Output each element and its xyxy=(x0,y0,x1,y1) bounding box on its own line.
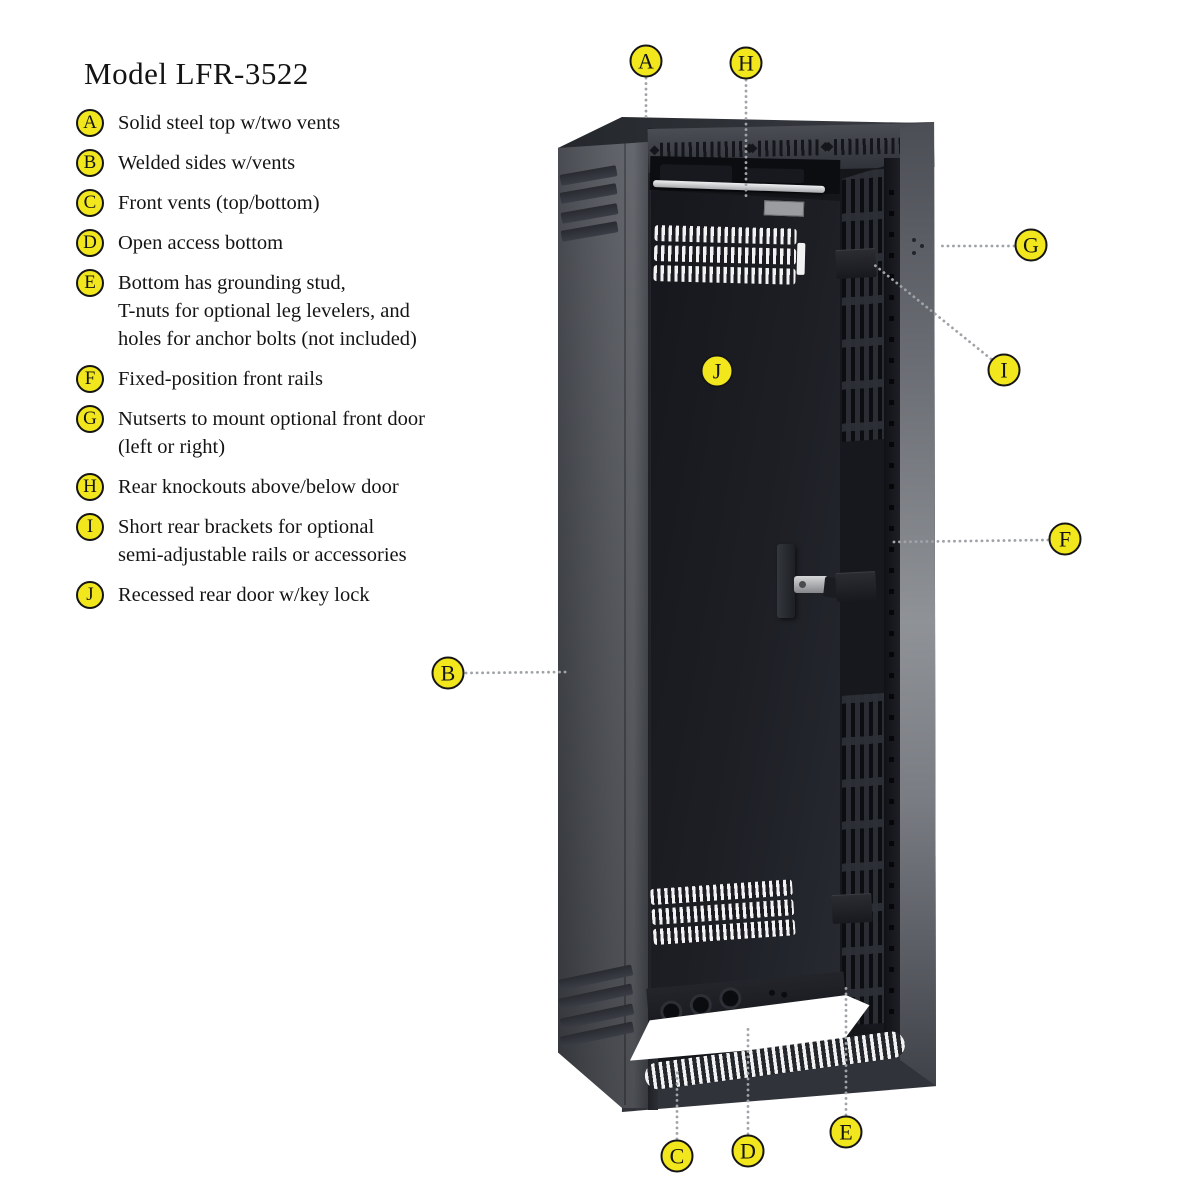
front-rail-holes xyxy=(889,190,894,1020)
front-right-post xyxy=(900,121,936,1086)
legend-marker-A: A xyxy=(76,109,104,137)
door-upper-vent-grille xyxy=(653,225,806,289)
legend-text-G: Nutserts to mount optional front door (l… xyxy=(118,408,425,458)
vent-tab xyxy=(796,242,806,275)
legend-text-J: Recessed rear door w/key lock xyxy=(118,584,370,606)
legend-text-I: Short rear brackets for optional semi-ad… xyxy=(118,516,407,566)
knockout-ring xyxy=(718,986,743,1011)
vent-row xyxy=(653,265,796,285)
legend-marker-E: E xyxy=(76,269,104,297)
callout-J: J xyxy=(700,354,734,388)
legend-item-D: D Open access bottom xyxy=(76,229,556,257)
callout-A: A xyxy=(629,44,663,78)
knockout xyxy=(745,168,805,184)
nutsert-hole xyxy=(912,251,916,255)
legend-text-F: Fixed-position front rails xyxy=(118,368,323,390)
door-handle xyxy=(777,544,795,618)
legend-marker-H: H xyxy=(76,473,104,501)
legend-item-F: F Fixed-position front rails xyxy=(76,365,556,393)
callout-I: I xyxy=(987,353,1021,387)
rear-bracket xyxy=(831,892,873,925)
legend-marker-F: F xyxy=(76,365,104,393)
callout-B: B xyxy=(431,656,465,690)
legend-item-I: I Short rear brackets for optional semi-a… xyxy=(76,513,556,569)
legend-text-A: Solid steel top w/two vents xyxy=(118,112,341,134)
side-panel-seam xyxy=(624,130,626,1105)
nutsert-hole xyxy=(920,244,924,248)
legend-marker-I: I xyxy=(76,513,104,541)
legend-text-E: Bottom has grounding stud, T-nuts for op… xyxy=(118,272,417,350)
page-title: Model LFR-3522 xyxy=(84,56,309,91)
vent-row xyxy=(653,245,797,265)
legend-text-B: Welded sides w/vents xyxy=(118,152,296,174)
callout-H: H xyxy=(729,46,763,80)
rack-side-panel xyxy=(558,131,650,1109)
rear-bracket xyxy=(835,247,877,280)
door-lower-vent-grille xyxy=(650,879,800,949)
nutsert-hole xyxy=(912,238,916,242)
vent-row xyxy=(654,225,797,245)
callout-E: E xyxy=(829,1115,863,1149)
key-lock xyxy=(794,576,828,593)
legend-marker-B: B xyxy=(76,149,104,177)
callout-G: G xyxy=(1014,228,1048,262)
legend-item-J: J Recessed rear door w/key lock xyxy=(76,581,556,609)
legend-item-H: H Rear knockouts above/below door xyxy=(76,473,556,501)
legend-text-D: Open access bottom xyxy=(118,232,284,254)
grounding-stud xyxy=(768,989,776,997)
callout-F: F xyxy=(1048,522,1082,556)
callout-D: D xyxy=(731,1134,765,1168)
legend-item-B: B Welded sides w/vents xyxy=(76,149,556,177)
legend-item-C: C Front vents (top/bottom) xyxy=(76,189,556,217)
grounding-stud xyxy=(780,991,788,998)
legend-marker-D: D xyxy=(76,229,104,257)
legend-marker-J: J xyxy=(76,581,104,609)
legend-text-C: Front vents (top/bottom) xyxy=(118,192,320,214)
legend-item-E: E Bottom has grounding stud, T-nuts for o… xyxy=(76,269,556,353)
top-vent-slots xyxy=(757,139,821,157)
brand-label xyxy=(763,200,805,217)
legend-text-H: Rear knockouts above/below door xyxy=(118,476,399,498)
legend-item-A: A Solid steel top w/two vents xyxy=(76,109,556,137)
legend-item-G: G Nutserts to mount optional front door (… xyxy=(76,405,556,461)
rear-bracket xyxy=(835,570,877,603)
callout-C: C xyxy=(660,1139,694,1173)
rear-door xyxy=(651,190,841,1018)
legend-marker-G: G xyxy=(76,405,104,433)
legend-marker-C: C xyxy=(76,189,104,217)
